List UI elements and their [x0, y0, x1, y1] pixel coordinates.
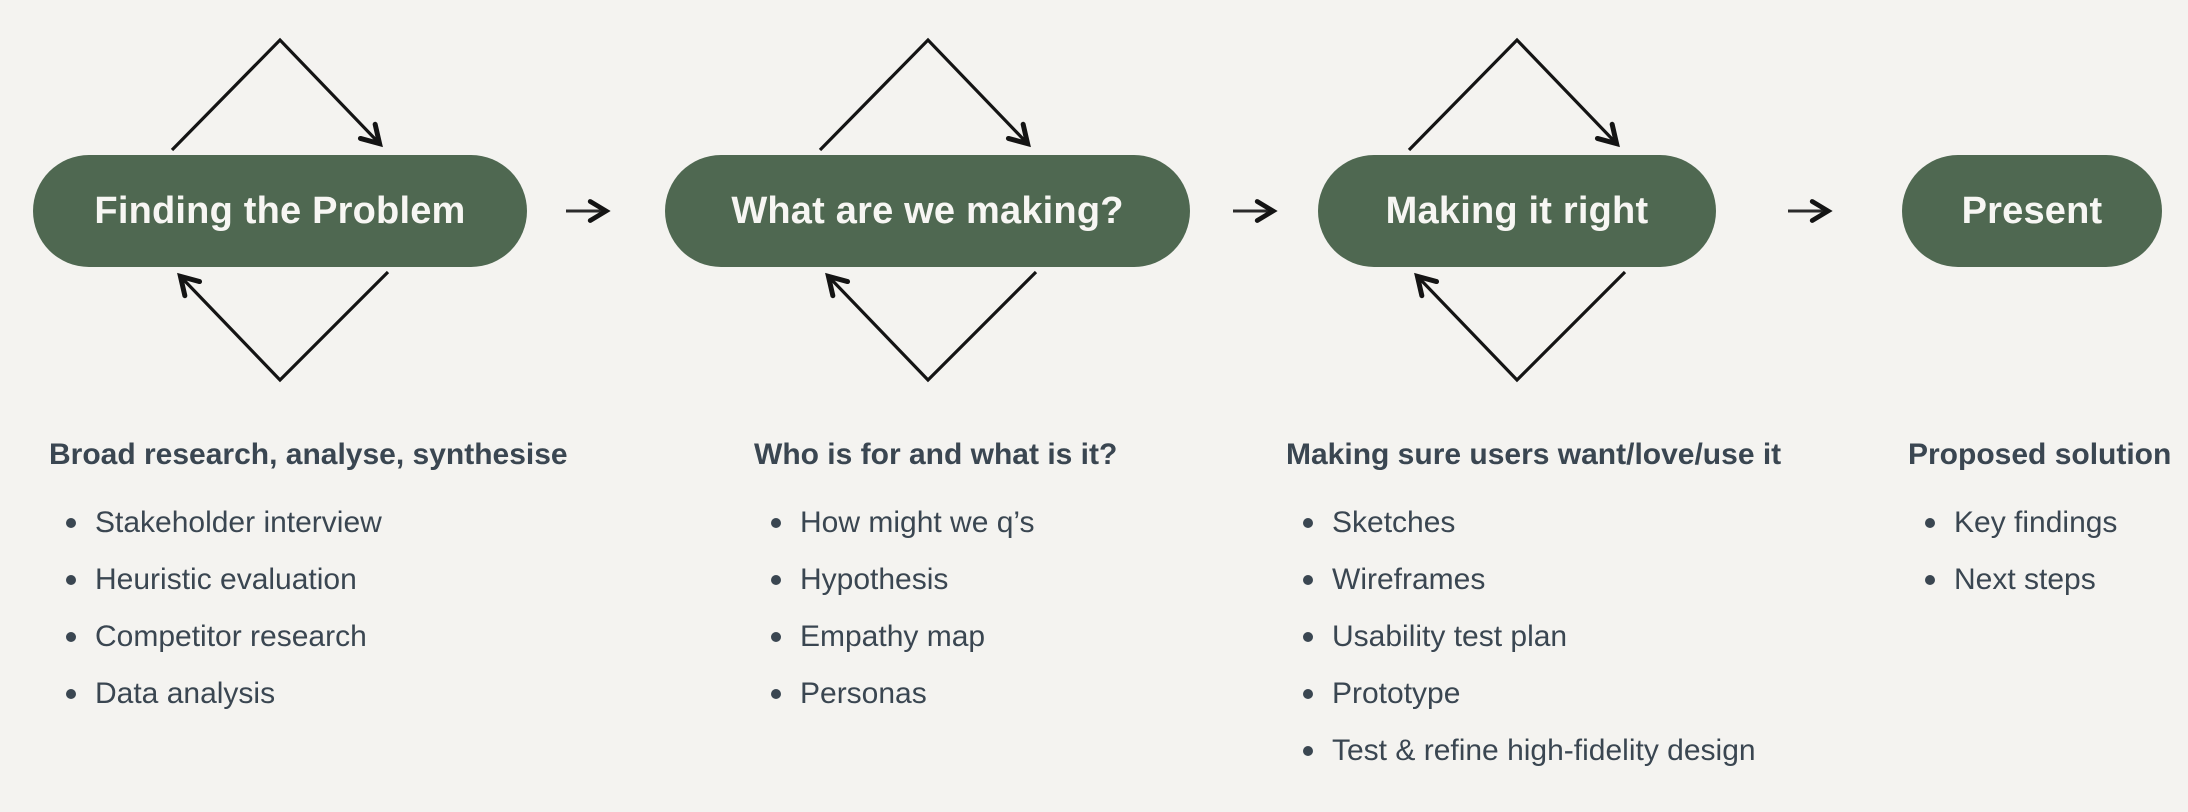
- stage-pill-label: Present: [1961, 189, 2103, 232]
- list-item: Wireframes: [1286, 551, 1756, 608]
- bullet-dot: [66, 688, 76, 699]
- loop-down-arrow-icon: [825, 270, 1038, 383]
- list-item-text: Data analysis: [95, 676, 276, 710]
- stage-heading-1: Broad research, analyse, synthesise: [49, 438, 568, 471]
- iteration-loop-arrows-stage-2: [818, 37, 1038, 383]
- list-item: Personas: [754, 665, 1035, 722]
- list-item-text: Stakeholder interview: [95, 505, 382, 539]
- bullet-dot: [771, 631, 781, 642]
- list-item: Sketches: [1286, 494, 1756, 551]
- stage-heading-4: Proposed solution: [1908, 438, 2172, 471]
- iteration-loop-arrows-stage-1: [170, 37, 390, 383]
- loop-up-arrow-icon: [818, 37, 1031, 152]
- list-item: How might we q’s: [754, 494, 1035, 551]
- list-item-text: Prototype: [1332, 676, 1461, 710]
- loop-up-arrow-icon: [170, 37, 383, 152]
- stage-pill-finding-the-problem: Finding the Problem: [33, 155, 527, 267]
- list-item: Key findings: [1908, 494, 2117, 551]
- bullet-dot: [1925, 517, 1935, 528]
- bullet-dot: [1303, 745, 1313, 756]
- bullet-dot: [771, 517, 781, 528]
- list-item-text: Key findings: [1954, 505, 2118, 539]
- stage-pill-what-are-we-making: What are we making?: [665, 155, 1190, 267]
- iteration-loop-arrows-stage-3: [1407, 37, 1627, 383]
- stage-list-4: Key findings Next steps: [1908, 494, 2117, 608]
- bullet-dot: [1303, 688, 1313, 699]
- list-item: Empathy map: [754, 608, 1035, 665]
- list-item: Stakeholder interview: [49, 494, 382, 551]
- loop-down-arrow-icon: [1414, 270, 1627, 383]
- stage-pill-label: Finding the Problem: [94, 189, 466, 232]
- stage-pill-label: What are we making?: [731, 189, 1124, 232]
- list-item-text: Personas: [800, 676, 927, 710]
- loop-down-arrow-icon: [177, 270, 390, 383]
- bullet-dot: [66, 631, 76, 642]
- list-item-text: Sketches: [1332, 505, 1456, 539]
- list-item: Heuristic evaluation: [49, 551, 382, 608]
- list-item-text: Hypothesis: [800, 562, 949, 596]
- list-item: Test & refine high-fidelity design: [1286, 722, 1756, 779]
- stage-list-2: How might we q’s Hypothesis Empathy map …: [754, 494, 1035, 722]
- stage-pill-present: Present: [1902, 155, 2162, 267]
- list-item: Hypothesis: [754, 551, 1035, 608]
- bullet-dot: [1925, 574, 1935, 585]
- list-item: Data analysis: [49, 665, 382, 722]
- list-item-text: How might we q’s: [800, 505, 1035, 539]
- list-item: Next steps: [1908, 551, 2117, 608]
- list-item-text: Test & refine high-fidelity design: [1332, 733, 1756, 767]
- list-item-text: Usability test plan: [1332, 619, 1568, 653]
- stage-heading-2: Who is for and what is it?: [754, 438, 1118, 471]
- list-item: Prototype: [1286, 665, 1756, 722]
- bullet-dot: [66, 574, 76, 585]
- bullet-dot: [1303, 517, 1313, 528]
- bullet-dot: [1303, 631, 1313, 642]
- stage-heading-3: Making sure users want/love/use it: [1286, 438, 1782, 471]
- list-item-text: Next steps: [1954, 562, 2096, 596]
- stage-list-1: Stakeholder interview Heuristic evaluati…: [49, 494, 382, 722]
- stage-pill-making-it-right: Making it right: [1318, 155, 1716, 267]
- bullet-dot: [771, 574, 781, 585]
- bullet-dot: [1303, 574, 1313, 585]
- list-item: Usability test plan: [1286, 608, 1756, 665]
- list-item-text: Competitor research: [95, 619, 367, 653]
- list-item-text: Wireframes: [1332, 562, 1486, 596]
- list-item-text: Heuristic evaluation: [95, 562, 357, 596]
- bullet-dot: [66, 517, 76, 528]
- stage-list-3: Sketches Wireframes Usability test plan …: [1286, 494, 1756, 779]
- bullet-dot: [771, 688, 781, 699]
- list-item: Competitor research: [49, 608, 382, 665]
- loop-up-arrow-icon: [1407, 37, 1620, 152]
- list-item-text: Empathy map: [800, 619, 986, 653]
- stage-pill-label: Making it right: [1385, 189, 1649, 232]
